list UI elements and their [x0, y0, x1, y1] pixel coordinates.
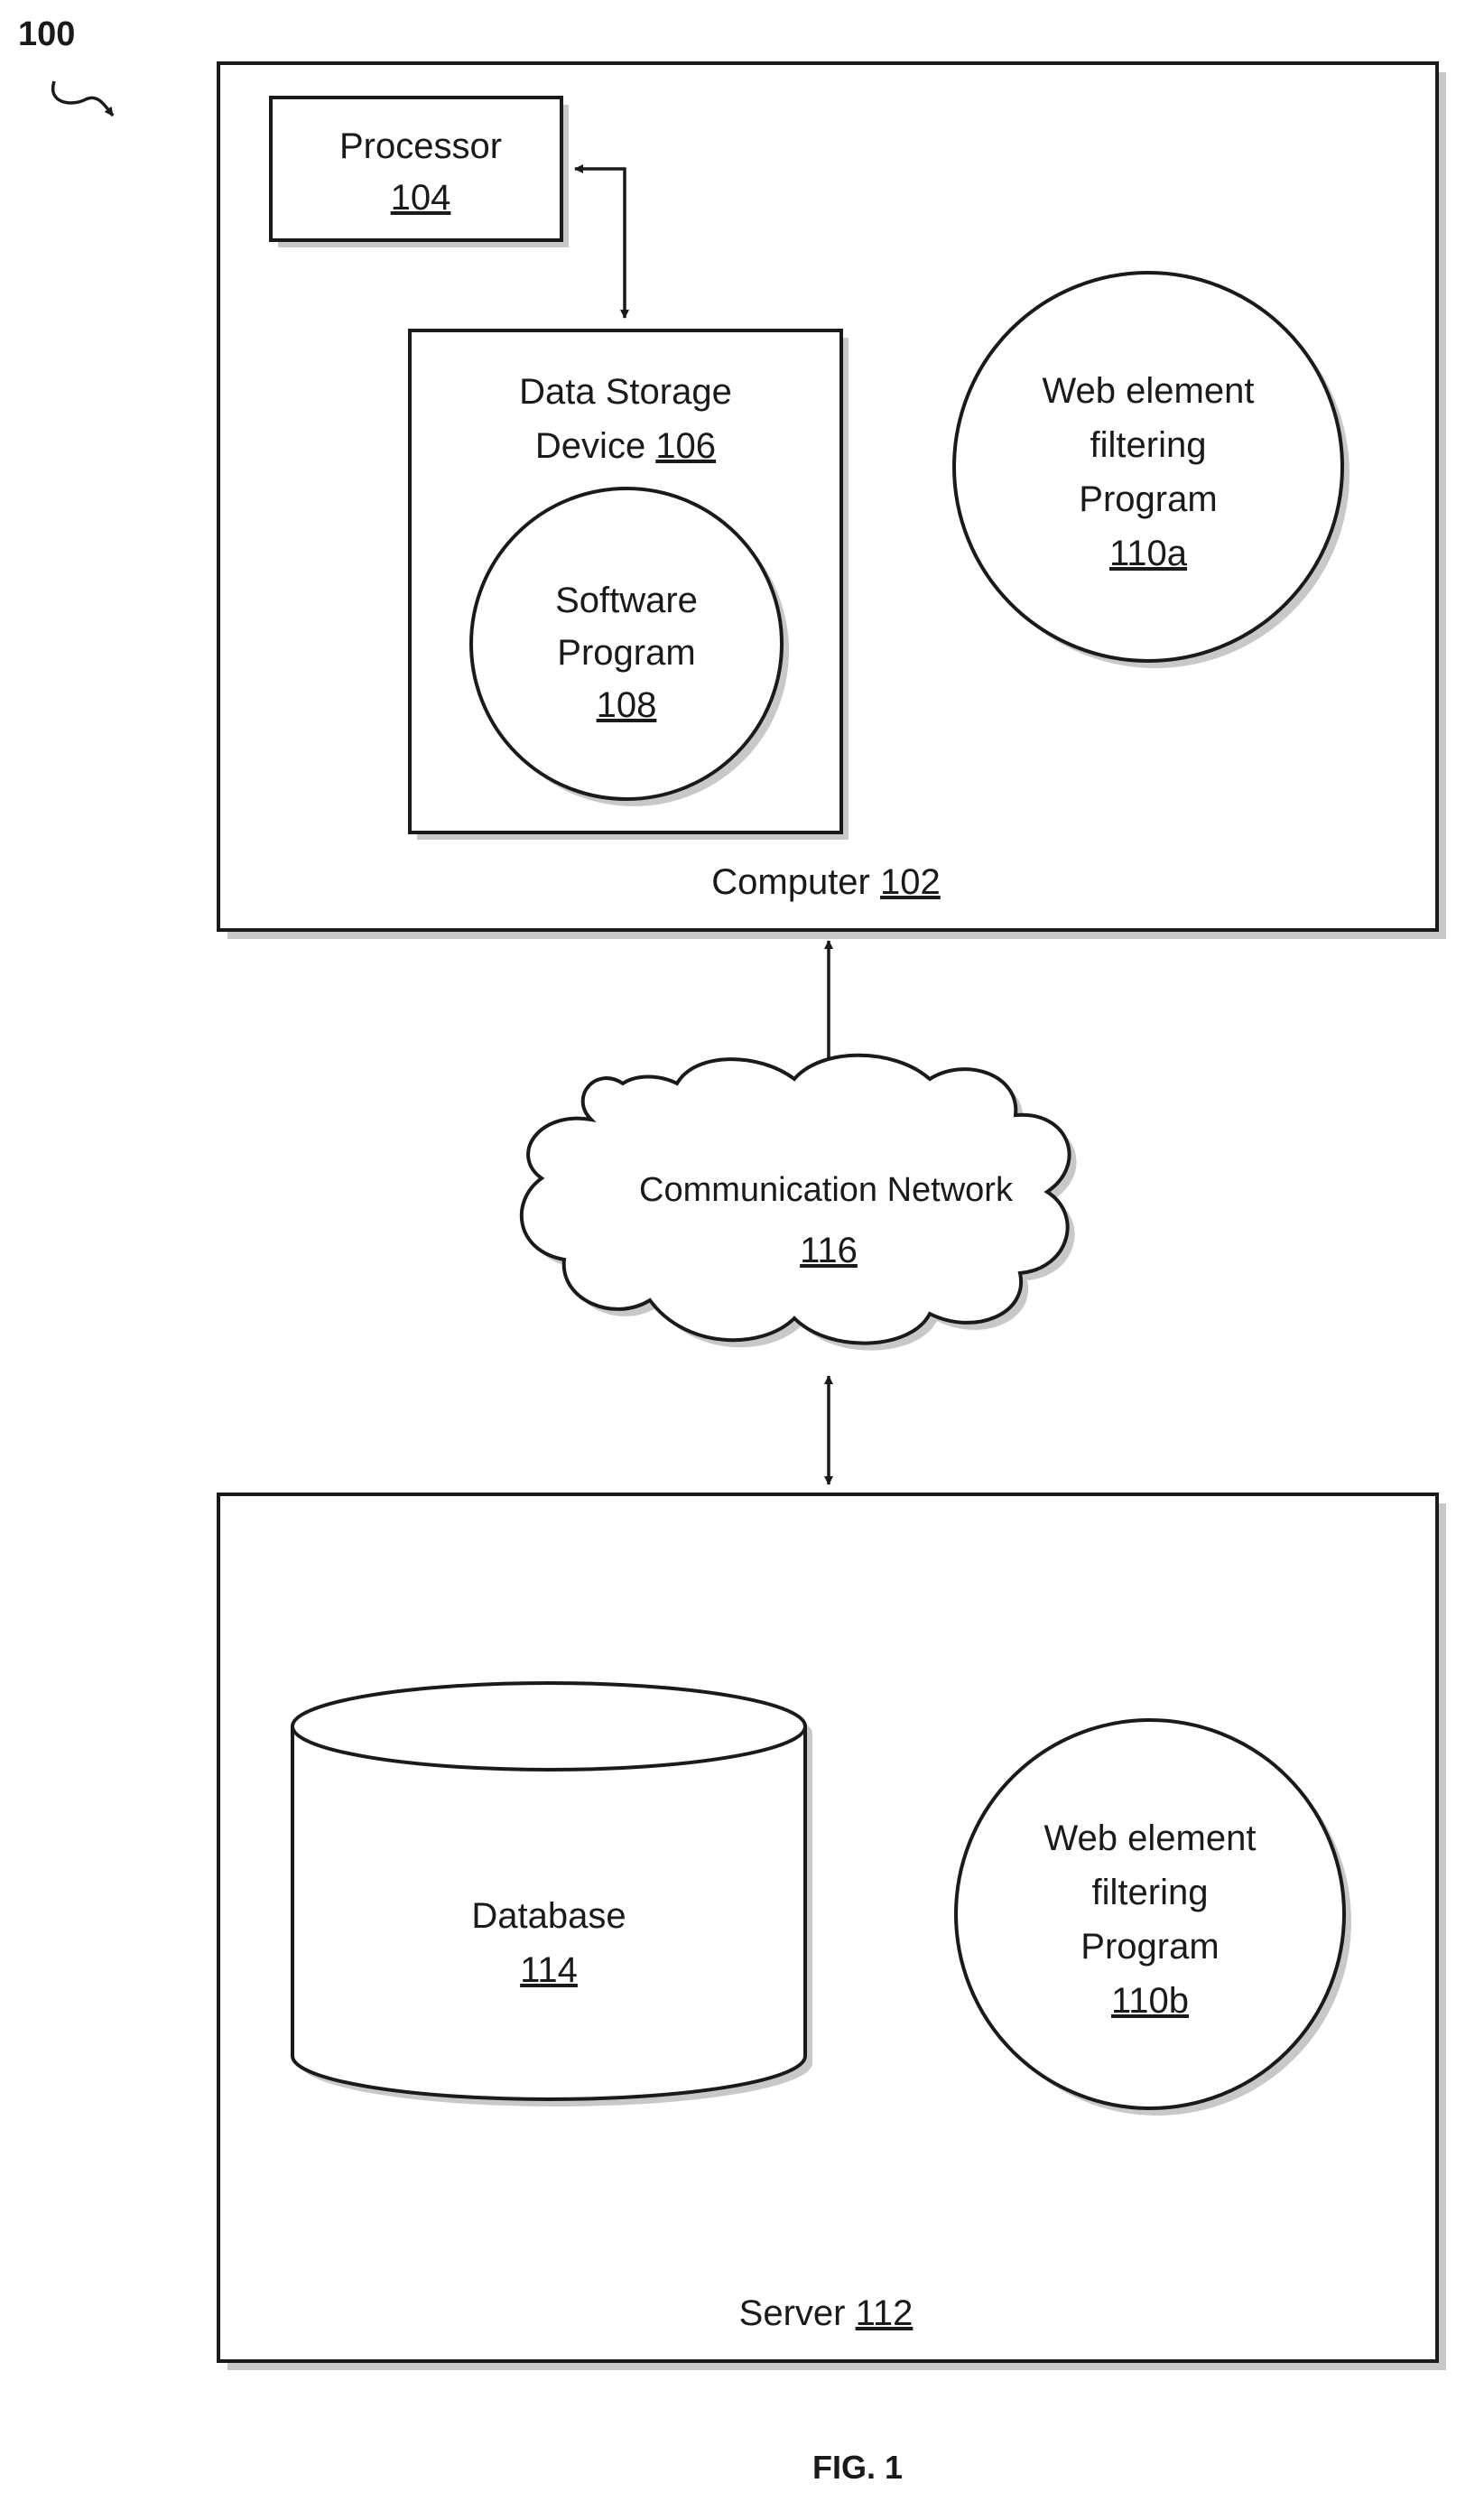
network-label: Communication Network: [639, 1171, 1014, 1209]
filter-program-b-ref: 110b: [1111, 1981, 1189, 2021]
filter-program-a-ref: 110a: [1109, 534, 1188, 573]
filter-program-b-line2: filtering: [1092, 1873, 1209, 1912]
database-cylinder: [292, 1683, 812, 2106]
figure-ref-number: 100: [18, 15, 75, 53]
computer-label: Computer 102: [711, 862, 941, 902]
software-program-line2: Program: [557, 633, 695, 673]
filter-program-a-line1: Web element: [1043, 371, 1255, 411]
filter-program-b-circle: [956, 1720, 1344, 2108]
figure-caption: FIG. 1: [812, 2449, 903, 2486]
database-label: Database: [471, 1896, 626, 1936]
data-storage-line2: Device 106: [535, 426, 716, 466]
processor-label: Processor: [339, 126, 502, 166]
database-ref: 114: [520, 1950, 578, 1990]
processor-ref: 104: [391, 178, 451, 218]
figure-ref-arrow: [53, 81, 113, 116]
data-storage-line1: Data Storage: [519, 372, 732, 412]
filter-program-a-line3: Program: [1079, 479, 1217, 519]
filter-program-a-circle: [954, 273, 1342, 661]
server-label: Server 112: [739, 2293, 914, 2333]
software-program-line1: Software: [555, 581, 698, 620]
filter-program-b-line1: Web element: [1044, 1818, 1257, 1858]
processor-box: [271, 98, 561, 240]
filter-program-b-line3: Program: [1081, 1927, 1219, 1967]
software-program-ref: 108: [597, 685, 657, 725]
network-ref: 116: [800, 1231, 858, 1270]
filter-program-a-line2: filtering: [1090, 425, 1207, 465]
